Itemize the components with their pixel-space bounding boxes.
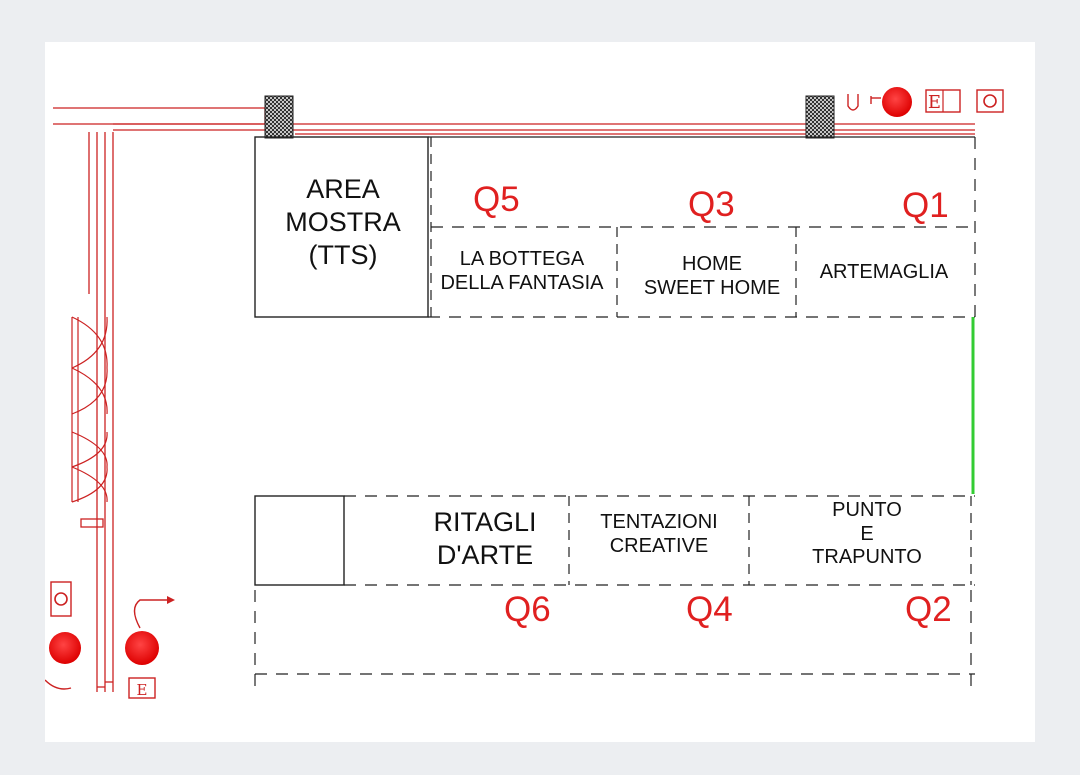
booth-label-line: MOSTRA (285, 206, 401, 237)
fire-extinguisher-icon (49, 632, 81, 664)
zone-label-q6: Q6 (504, 590, 551, 629)
booth-label-line: LA BOTTEGA (459, 248, 585, 270)
booth-home-sweet-home: HOME SWEET HOME (622, 253, 802, 300)
booth-label-line: ARTEMAGLIA (819, 261, 949, 283)
booth-label-line: CREATIVE (609, 534, 709, 557)
booth-lines (254, 136, 976, 690)
zone-label-q2: Q2 (905, 590, 952, 629)
booth-label-line: DELLA FANTASIA (440, 271, 604, 294)
floor-plan-drawing: E E (45, 87, 1004, 699)
door-swing-icon (71, 316, 108, 503)
hatched-pillar-icon (805, 95, 835, 139)
zone-label-q4: Q4 (686, 590, 733, 629)
booth-label-line: (TTS) (308, 239, 378, 270)
booth-punto-e-trapunto: PUNTO E TRAPUNTO (785, 499, 949, 570)
light-symbol-icon (976, 89, 1004, 113)
booth-label-line: E (860, 522, 874, 545)
booth-label-line: TRAPUNTO (812, 546, 922, 569)
booth-label-line: TENTAZIONI (600, 511, 718, 533)
zone-label-q5: Q5 (473, 180, 520, 219)
building-walls (53, 107, 975, 692)
booth-label-line: AREA (306, 174, 380, 204)
booth-label-line: HOME (682, 253, 742, 275)
exit-sign-letter: E (928, 92, 941, 113)
exit-sign-letter: E (137, 681, 148, 699)
booth-label-line: D'ARTE (436, 539, 534, 570)
booth-area-mostra: AREA MOSTRA (TTS) (255, 173, 431, 272)
booth-tentazioni-creative: TENTAZIONI CREATIVE (572, 511, 746, 558)
booth-label-line: RITAGLI (433, 507, 537, 537)
exit-sign-icon: E (925, 89, 961, 113)
top-right-symbols (847, 94, 881, 111)
fire-extinguisher-icon (882, 87, 912, 117)
hatched-pillar-icon (264, 95, 294, 139)
booth-label-line: SWEET HOME (643, 276, 781, 299)
booth-la-bottega: LA BOTTEGA DELLA FANTASIA (429, 248, 615, 295)
zone-label-q1: Q1 (902, 186, 949, 225)
bottom-left-symbols: E (45, 581, 175, 699)
booth-label-line: PUNTO (832, 499, 902, 521)
booth-ritagli-darte: RITAGLI D'ARTE (405, 506, 565, 572)
zone-label-q3: Q3 (688, 185, 735, 224)
booth-artemaglia: ARTEMAGLIA (799, 261, 969, 285)
floor-plan-sheet: E E (45, 42, 1035, 742)
fire-extinguisher-icon (125, 631, 159, 665)
